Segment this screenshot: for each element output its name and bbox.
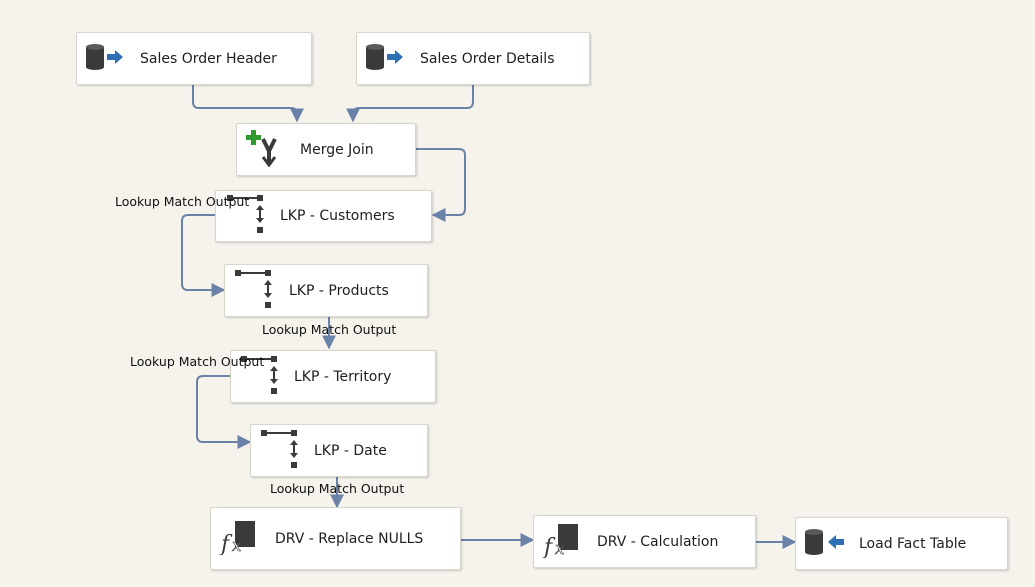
lookup-icon — [225, 193, 267, 239]
node-label: LKP - Date — [314, 442, 387, 459]
lookup-icon — [259, 428, 301, 474]
node-label: DRV - Calculation — [597, 533, 719, 550]
svg-text:f: f — [542, 535, 556, 558]
lkp-customers-node[interactable]: LKP - Customers — [215, 190, 432, 242]
path-label-territory-output[interactable]: Lookup Match Output — [130, 354, 265, 369]
connector-customers-to-products[interactable] — [181, 214, 226, 297]
destination-database-icon — [804, 528, 846, 560]
svg-text:x: x — [555, 539, 565, 558]
svg-text:f: f — [219, 532, 233, 555]
drv-replace-nulls-node[interactable]: f x DRV - Replace NULLS — [210, 507, 461, 570]
lookup-icon — [239, 354, 281, 400]
connector-details-to-merge[interactable] — [346, 85, 474, 123]
source-database-icon — [365, 43, 405, 74]
lkp-territory-node[interactable]: LKP - Territory — [230, 350, 436, 403]
node-label: Sales Order Header — [140, 50, 277, 67]
path-label-customers-output[interactable]: Lookup Match Output — [115, 194, 250, 209]
node-label: LKP - Customers — [280, 208, 395, 224]
load-fact-table-node[interactable]: Load Fact Table — [795, 517, 1008, 570]
node-label: LKP - Products — [289, 282, 389, 299]
lookup-icon — [233, 268, 275, 314]
connector-merge-to-customers[interactable] — [416, 148, 466, 222]
connector-header-to-merge[interactable] — [192, 85, 304, 123]
sales-order-header-node[interactable]: Sales Order Header — [76, 32, 312, 85]
connector-territory-to-date[interactable] — [196, 375, 252, 449]
node-label: DRV - Replace NULLS — [275, 530, 424, 547]
lkp-products-node[interactable]: LKP - Products — [224, 264, 428, 317]
node-label: Load Fact Table — [859, 535, 967, 552]
node-label: Merge Join — [300, 141, 374, 158]
source-database-icon — [85, 43, 125, 74]
sales-order-details-node[interactable]: Sales Order Details — [356, 32, 590, 85]
derived-column-icon: f x — [219, 519, 259, 559]
lkp-date-node[interactable]: LKP - Date — [250, 424, 428, 477]
svg-text:x: x — [232, 536, 242, 555]
derived-column-icon: f x — [542, 522, 582, 562]
merge-join-node[interactable]: Merge Join — [236, 123, 416, 176]
node-label: Sales Order Details — [420, 50, 555, 67]
path-label-date-output[interactable]: Lookup Match Output — [270, 481, 405, 496]
node-label: LKP - Territory — [294, 368, 392, 385]
merge-join-icon — [243, 129, 285, 171]
drv-calculation-node[interactable]: f x DRV - Calculation — [533, 515, 756, 568]
path-label-products-output[interactable]: Lookup Match Output — [262, 322, 397, 337]
